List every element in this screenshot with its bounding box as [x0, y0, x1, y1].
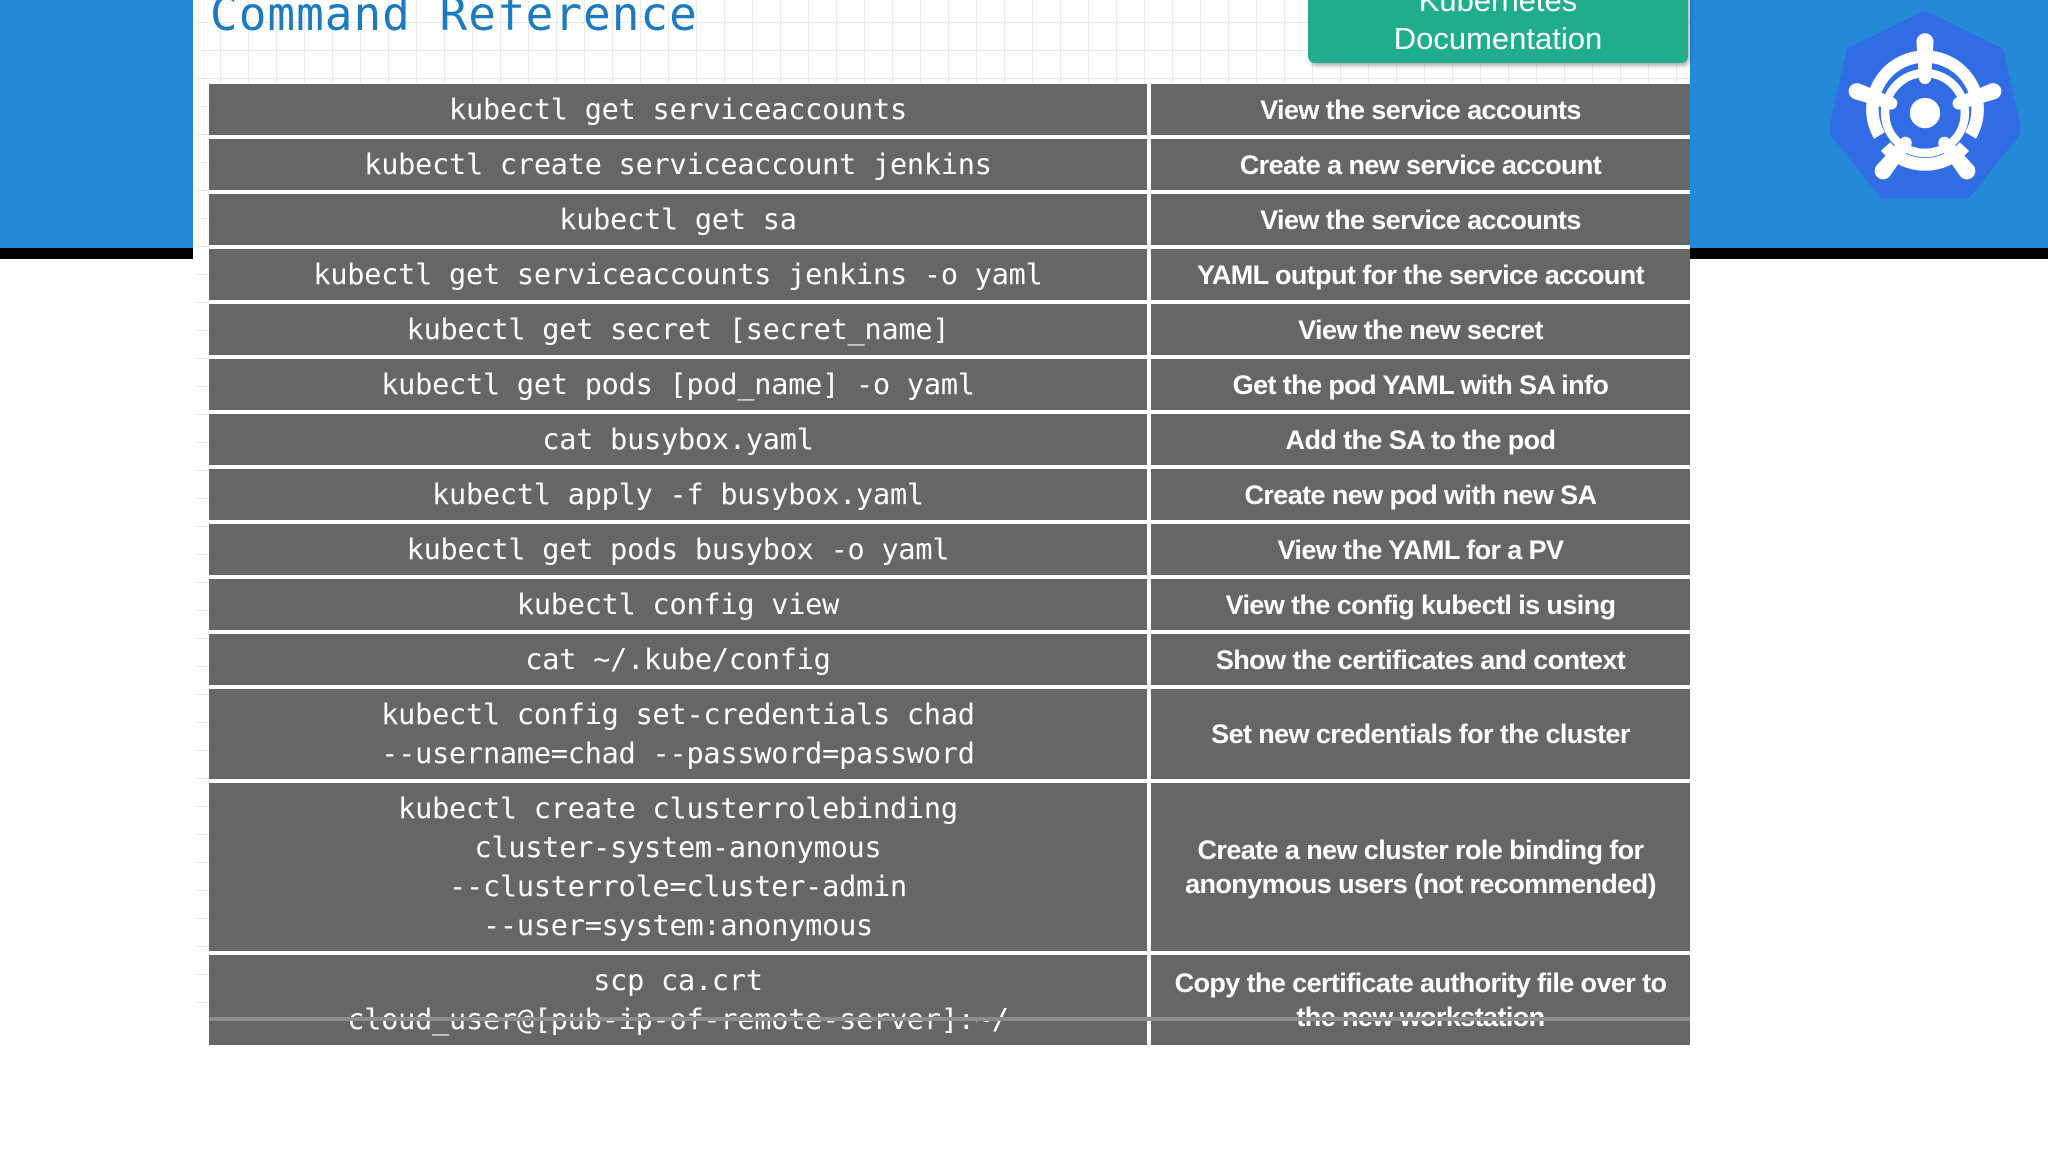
right-black-rule [1690, 248, 2048, 259]
description-cell: Create a new cluster role binding for an… [1150, 783, 1690, 955]
table-bottom-rule [209, 1017, 1690, 1021]
table-row: kubectl config set-credentials chad--use… [209, 689, 1690, 783]
command-cell: kubectl apply -f busybox.yaml [209, 469, 1151, 524]
description-cell: Show the certificates and context [1150, 634, 1690, 689]
command-cell: cat ~/.kube/config [209, 634, 1151, 689]
command-cell: kubectl get serviceaccounts [209, 84, 1151, 139]
description-cell: View the config kubectl is using [1150, 579, 1690, 634]
command-cell: kubectl get pods [pod_name] -o yaml [209, 359, 1151, 414]
left-blue-band [0, 0, 193, 248]
description-cell: YAML output for the service account [1150, 249, 1690, 304]
command-cell: kubectl get secret [secret_name] [209, 304, 1151, 359]
kubernetes-documentation-button[interactable]: Kubernetes Documentation [1308, 0, 1688, 63]
command-cell: kubectl get sa [209, 194, 1151, 249]
description-cell: Add the SA to the pod [1150, 414, 1690, 469]
description-cell: View the service accounts [1150, 194, 1690, 249]
kubernetes-helm-wheel [1848, 33, 2002, 180]
description-cell: View the YAML for a PV [1150, 524, 1690, 579]
description-cell: View the service accounts [1150, 84, 1690, 139]
description-cell: Copy the certificate authority file over… [1150, 955, 1690, 1045]
table-row: kubectl get serviceaccounts jenkins -o y… [209, 249, 1690, 304]
description-cell: Create new pod with new SA [1150, 469, 1690, 524]
command-cell: kubectl config view [209, 579, 1151, 634]
description-cell: Create a new service account [1150, 139, 1690, 194]
docs-button-line-1: Kubernetes [1418, 0, 1578, 18]
table-row: kubectl get secret [secret_name]View the… [209, 304, 1690, 359]
docs-button-line-2: Documentation [1393, 21, 1603, 56]
description-cell: View the new secret [1150, 304, 1690, 359]
command-cell: kubectl create serviceaccount jenkins [209, 139, 1151, 194]
command-cell: kubectl get pods busybox -o yaml [209, 524, 1151, 579]
description-cell: Set new credentials for the cluster [1150, 689, 1690, 783]
command-cell: kubectl get serviceaccounts jenkins -o y… [209, 249, 1151, 304]
description-cell: Get the pod YAML with SA info [1150, 359, 1690, 414]
left-black-rule [0, 248, 193, 259]
command-cell: kubectl config set-credentials chad--use… [209, 689, 1151, 783]
command-cell: cat busybox.yaml [209, 414, 1151, 469]
page-title: Command Reference [210, 0, 698, 41]
kubernetes-logo-icon [1828, 8, 2022, 220]
